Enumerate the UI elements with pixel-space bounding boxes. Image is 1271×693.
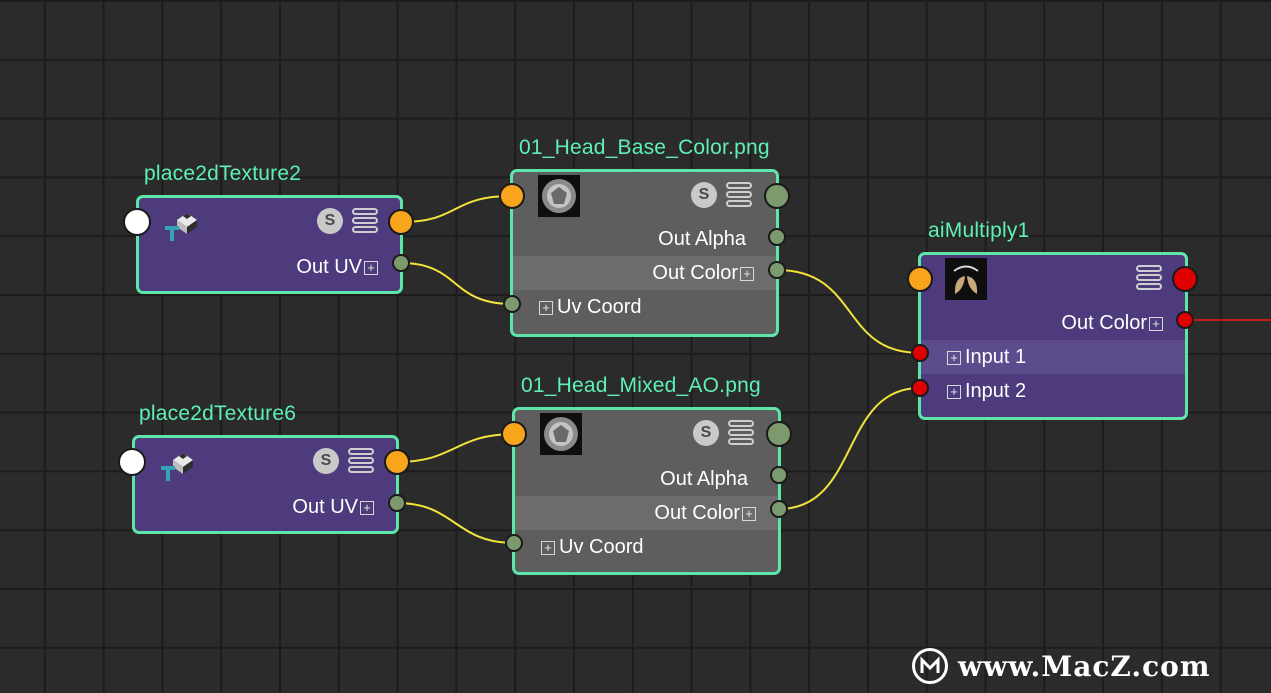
port-place1-input[interactable] (123, 208, 151, 236)
port-place2-uv-output[interactable] (384, 449, 410, 475)
file-texture-icon (538, 175, 580, 217)
attr-label: Out Alpha (658, 228, 746, 250)
attr-label: Input 1 (965, 346, 1027, 368)
port-file1-out-alpha[interactable] (768, 228, 786, 246)
expand-icon[interactable]: + (947, 351, 961, 365)
expand-icon[interactable]: + (539, 301, 553, 315)
macz-logo-icon (912, 648, 948, 684)
port-file2-output[interactable] (766, 421, 792, 447)
port-file1-uv-coord[interactable] (503, 295, 521, 313)
attribute-list-icon[interactable] (348, 448, 374, 474)
node-title-aimultiply1[interactable]: aiMultiply1 (928, 219, 1030, 242)
place2d-texture-icon (161, 453, 193, 481)
node-file1[interactable]: S Out Alpha Out Color+ +Uv Coord (510, 169, 779, 337)
port-file1-uv-input[interactable] (499, 183, 525, 209)
port-place2-out-uv[interactable] (388, 494, 406, 512)
attr-out-uv[interactable]: Out UV+ (139, 250, 400, 284)
attribute-list-icon[interactable] (352, 208, 378, 234)
wire-file1-outcolor-to-input1[interactable] (776, 269, 921, 354)
attr-out-color[interactable]: Out Color+ (515, 496, 778, 530)
wire-place2-outuv-to-file2-uvcoord[interactable] (396, 502, 515, 544)
expand-icon[interactable]: + (740, 267, 754, 281)
port-multiply-input[interactable] (907, 266, 933, 292)
attr-input-2[interactable]: + Input 2 (921, 374, 1185, 408)
attr-uv-coord[interactable]: + Uv Coord (513, 290, 776, 324)
swatch-icon[interactable]: S (693, 420, 719, 446)
attr-out-color[interactable]: Out Color+ (921, 306, 1185, 340)
port-file2-uv-input[interactable] (501, 421, 527, 447)
node-file2[interactable]: S Out Alpha Out Color+ +Uv Coord (512, 407, 781, 575)
port-multiply-input-1[interactable] (911, 344, 929, 362)
attr-label: Out Alpha (660, 468, 748, 490)
attr-out-alpha[interactable]: Out Alpha (513, 222, 776, 256)
port-multiply-output[interactable] (1172, 266, 1198, 292)
attr-out-uv[interactable]: Out UV+ (135, 490, 396, 524)
attr-label: Out Color (1061, 312, 1147, 334)
port-file1-out-color[interactable] (768, 261, 786, 279)
port-file2-out-color[interactable] (770, 500, 788, 518)
wire-file2-outcolor-to-input2[interactable] (778, 387, 921, 510)
attr-uv-coord[interactable]: + Uv Coord (515, 530, 778, 564)
multiply-shader-icon (945, 258, 987, 300)
port-multiply-input-2[interactable] (911, 379, 929, 397)
expand-icon[interactable]: + (742, 507, 756, 521)
port-multiply-out-color[interactable] (1176, 311, 1194, 329)
attr-out-alpha[interactable]: Out Alpha (515, 462, 778, 496)
port-file2-uv-coord[interactable] (505, 534, 523, 552)
expand-icon[interactable]: + (1149, 317, 1163, 331)
attr-label: Uv Coord (559, 536, 644, 558)
swatch-icon[interactable]: S (313, 448, 339, 474)
port-place2-input[interactable] (118, 448, 146, 476)
attr-out-color[interactable]: Out Color+ (513, 256, 776, 290)
watermark-text: www.MacZ.com (958, 649, 1211, 683)
expand-icon[interactable]: + (360, 501, 374, 515)
node-title-file2[interactable]: 01_Head_Mixed_AO.png (521, 374, 761, 397)
attr-label: Out Color (654, 502, 740, 524)
attr-label: Out UV (296, 256, 362, 278)
attr-label: Uv Coord (557, 296, 642, 318)
wire-place1-outuv-to-file1-uvcoord[interactable] (400, 262, 513, 305)
port-file1-output[interactable] (764, 183, 790, 209)
wire-place2-uv-to-file2[interactable] (396, 433, 515, 463)
wire-place1-uv-to-file1[interactable] (400, 195, 513, 223)
swatch-icon[interactable]: S (691, 182, 717, 208)
node-aimultiply1[interactable]: Out Color+ +Input 1 +Input 2 (918, 252, 1188, 420)
attr-label: Out UV (292, 496, 358, 518)
expand-icon[interactable]: + (947, 385, 961, 399)
attr-label: Out Color (652, 262, 738, 284)
expand-icon[interactable]: + (364, 261, 378, 275)
attribute-list-icon[interactable] (728, 420, 754, 446)
attr-label: Input 2 (965, 380, 1027, 402)
swatch-icon[interactable]: S (317, 208, 343, 234)
port-place1-out-uv[interactable] (392, 254, 410, 272)
port-place1-uv-output[interactable] (388, 209, 414, 235)
attribute-list-icon[interactable] (1136, 265, 1162, 291)
node-title-file1[interactable]: 01_Head_Base_Color.png (519, 136, 770, 159)
place2d-texture-icon (165, 213, 197, 241)
file-texture-icon (540, 413, 582, 455)
attr-input-1[interactable]: + Input 1 (921, 340, 1185, 374)
expand-icon[interactable]: + (541, 541, 555, 555)
port-file2-out-alpha[interactable] (770, 466, 788, 484)
node-title-place2dtexture6[interactable]: place2dTexture6 (139, 402, 297, 425)
attribute-list-icon[interactable] (726, 182, 752, 208)
watermark: www.MacZ.com (912, 646, 1210, 686)
node-title-place2dtexture2[interactable]: place2dTexture2 (144, 162, 302, 185)
node-place2dtexture2[interactable]: S Out UV+ (136, 195, 403, 294)
node-place2dtexture6[interactable]: S Out UV+ (132, 435, 399, 534)
